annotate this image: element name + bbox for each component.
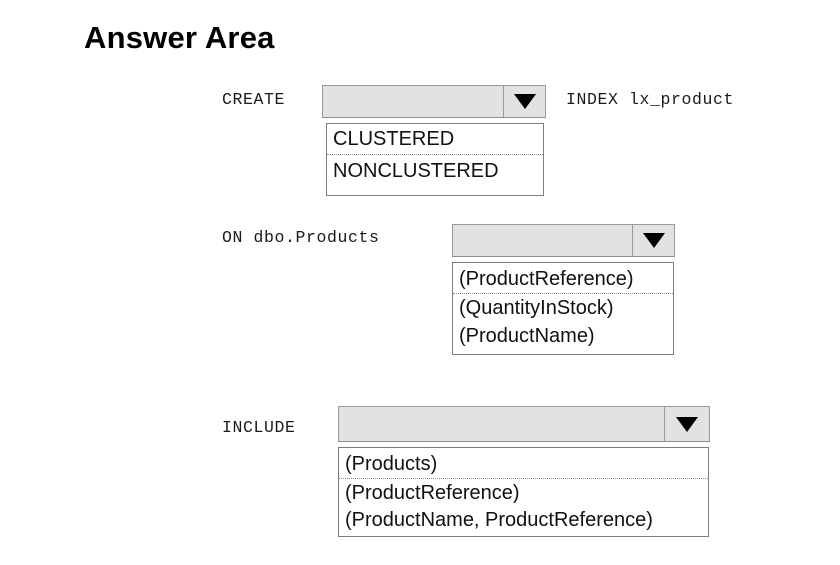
chevron-down-glyph [642,233,665,248]
chevron-down-icon[interactable] [504,86,545,117]
list-item[interactable]: (ProductReference) [339,479,708,507]
key-columns-dropdown-value[interactable] [453,225,633,256]
chevron-down-glyph [513,94,536,109]
index-type-dropdown-list[interactable]: CLUSTERED NONCLUSTERED [326,123,544,196]
on-table-label: ON dbo.Products [222,228,380,247]
index-name-label: INDEX lx_product [566,90,735,109]
list-item[interactable]: (ProductReference) [453,263,673,294]
chevron-down-icon[interactable] [665,407,709,441]
list-item[interactable]: (Products) [339,448,708,479]
list-item[interactable]: (ProductName, ProductReference) [339,507,708,535]
list-item[interactable]: NONCLUSTERED [327,155,543,190]
key-columns-dropdown[interactable] [452,224,675,257]
create-keyword-label: CREATE [222,90,286,109]
chevron-down-icon[interactable] [633,225,674,256]
include-columns-dropdown-value[interactable] [339,407,665,441]
include-columns-dropdown-list[interactable]: (Products) (ProductReference) (ProductNa… [338,447,709,537]
list-item[interactable]: (ProductName) [453,323,673,352]
include-keyword-label: INCLUDE [222,418,296,437]
key-columns-dropdown-list[interactable]: (ProductReference) (QuantityInStock) (Pr… [452,262,674,355]
list-item[interactable]: (QuantityInStock) [453,294,673,323]
include-columns-dropdown[interactable] [338,406,710,442]
page-title: Answer Area [84,20,275,55]
chevron-down-glyph [676,416,698,432]
index-type-dropdown-value[interactable] [323,86,504,117]
index-type-dropdown[interactable] [322,85,546,118]
list-item[interactable]: CLUSTERED [327,124,543,155]
